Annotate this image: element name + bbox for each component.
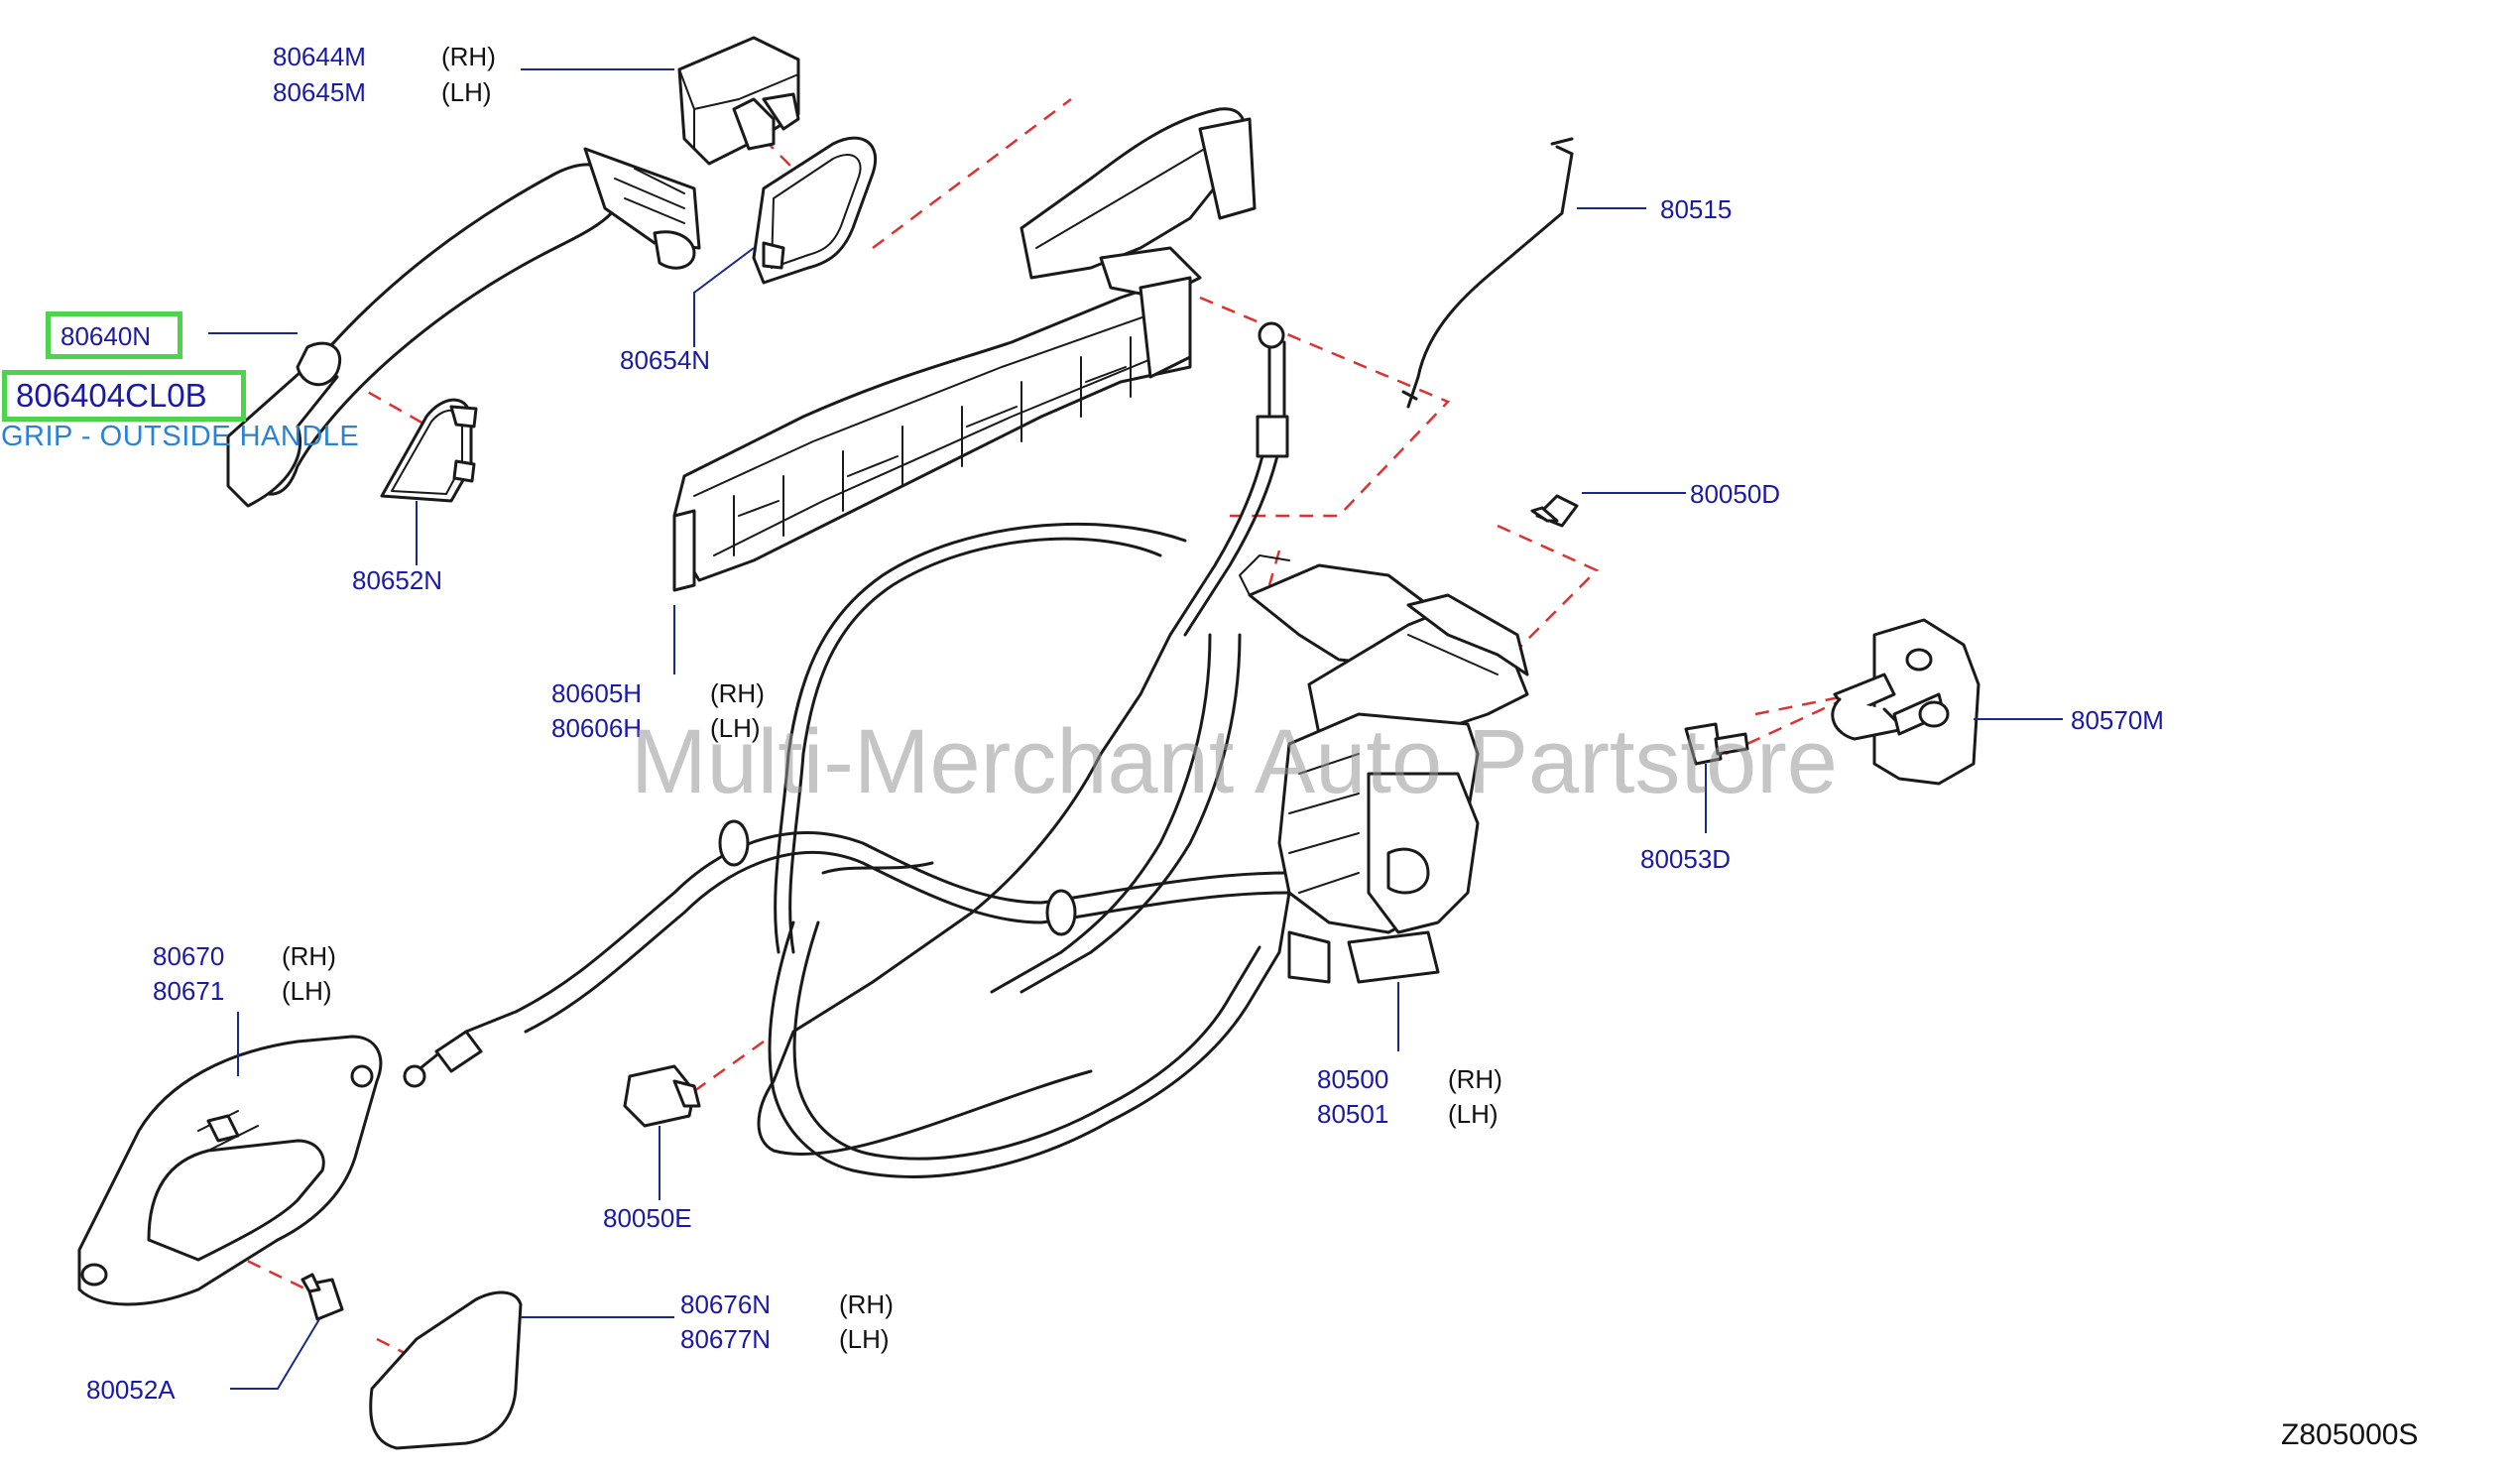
label-80501[interactable]: 80501 [1317,1099,1389,1129]
leader-lines [208,68,2063,1390]
watermark: Multi-Merchant Auto Partstore [631,711,1838,812]
door-lock-actuator[interactable] [1239,554,1529,984]
label-80500[interactable]: 80500 [1317,1064,1389,1094]
screw-80052A[interactable] [300,1273,344,1321]
part-description-grip: GRIP - OUTSIDE HANDLE [1,421,360,452]
label-80676N[interactable]: 80676N [680,1289,772,1319]
cable-assembly[interactable] [403,321,1291,1178]
label-80654N[interactable]: 80654N [620,345,711,375]
label-80640N[interactable]: 80640N [60,321,152,351]
label-80605H[interactable]: 80605H [551,678,643,708]
label-80645M[interactable]: 80645M [273,77,366,107]
side-lh-80671: (LH) [282,976,332,1006]
screw-80050D[interactable] [1530,494,1579,528]
label-80677N[interactable]: 80677N [680,1324,772,1354]
handle-bracket-frame[interactable] [672,107,1257,592]
lock-rod[interactable] [1401,137,1574,409]
label-80606H[interactable]: 80606H [551,713,643,743]
label-80050E[interactable]: 80050E [603,1203,692,1233]
label-80670[interactable]: 80670 [153,941,225,971]
side-rh-80670: (RH) [282,941,336,971]
side-lh-80606H: (LH) [710,713,761,743]
label-80050D[interactable]: 80050D [1690,479,1781,509]
label-80053D[interactable]: 80053D [1640,844,1732,874]
side-lh-80677N: (LH) [839,1324,890,1354]
key-cylinder-cover[interactable] [677,36,800,166]
highlight-box-80640N [46,311,182,359]
clip-80050E[interactable] [623,1064,701,1128]
outside-handle-grip[interactable] [226,147,701,508]
side-lh-80501: (LH) [1448,1099,1499,1129]
label-80570M[interactable]: 80570M [2071,705,2164,735]
label-80652N[interactable]: 80652N [352,565,443,595]
side-rh-80644M: (RH) [441,42,496,71]
label-80052A[interactable]: 80052A [86,1375,176,1405]
inside-handle[interactable] [77,1035,383,1306]
label-80644M[interactable]: 80644M [273,42,366,71]
highlight-box-806404CL0B [2,370,246,422]
inside-handle-escutcheon[interactable] [369,1290,523,1450]
side-lh-80645M: (LH) [441,77,492,107]
label-80515[interactable]: 80515 [1660,194,1733,224]
screw-80053D[interactable] [1684,722,1749,766]
side-rh-80500: (RH) [1448,1064,1502,1094]
label-80671[interactable]: 80671 [153,976,225,1006]
side-rh-80605H: (RH) [710,678,765,708]
handle-escutcheon[interactable] [380,398,478,503]
label-806404CL0B[interactable]: 806404CL0B [16,377,207,414]
handle-gasket[interactable] [752,136,878,285]
side-rh-80676N: (RH) [839,1289,894,1319]
diagram-code: Z805000S [2281,1418,2419,1451]
door-striker[interactable] [1831,618,1980,786]
